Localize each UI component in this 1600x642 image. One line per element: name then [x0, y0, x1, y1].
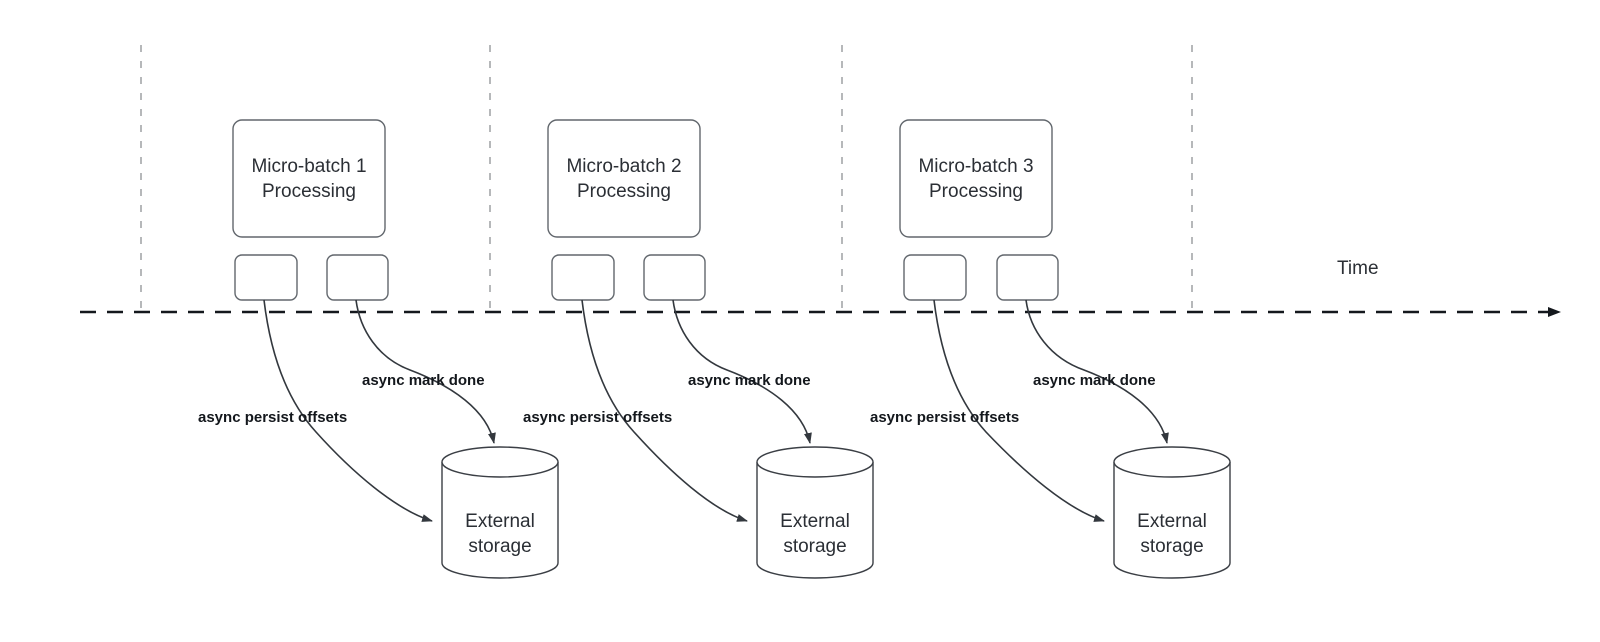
- g2-storage-label-line2: storage: [783, 536, 846, 557]
- g3-storage-label-line2: storage: [1140, 536, 1203, 557]
- g2-persist-offsets-connector: [581, 299, 748, 522]
- micro-batch-1-label-line1: Micro-batch 1: [251, 156, 366, 177]
- micro-batch-2-label-line1: Micro-batch 2: [566, 156, 681, 177]
- time-axis-label: Time: [1337, 258, 1379, 279]
- g1-mark-done-label: async mark done: [362, 372, 485, 389]
- g3-storage-label-line1: External: [1137, 511, 1207, 532]
- g1-external-storage[interactable]: External storage: [441, 446, 559, 579]
- g1-storage-label-line1: External: [465, 511, 535, 532]
- g2-storage-label-line1: External: [780, 511, 850, 532]
- g1-storage-top: [441, 446, 559, 478]
- g2-storage-body: [756, 462, 874, 579]
- g1-mark-done-task-box[interactable]: [326, 254, 389, 301]
- g3-mark-done-label: async mark done: [1033, 372, 1156, 389]
- g1-mark-done-connector: [355, 299, 496, 444]
- g2-storage-top: [756, 446, 874, 478]
- g2-mark-done-label: async mark done: [688, 372, 811, 389]
- micro-batch-1-label-line2: Processing: [262, 181, 356, 202]
- tick-lines: [140, 45, 1193, 312]
- micro-batch-group-2: Micro-batch 2 Processing External storag…: [523, 119, 874, 579]
- g3-mark-done-connector: [1025, 299, 1169, 444]
- micro-batch-group-1: Micro-batch 1 Processing External storag…: [198, 119, 559, 579]
- g3-persist-offsets-task-box[interactable]: [903, 254, 967, 301]
- g1-persist-offsets-task-box[interactable]: [234, 254, 298, 301]
- g2-mark-done-connector: [672, 299, 812, 444]
- g2-persist-offsets-label: async persist offsets: [523, 409, 672, 426]
- micro-batch-2-box[interactable]: [547, 119, 701, 238]
- micro-batch-3-box[interactable]: [899, 119, 1053, 238]
- g3-persist-offsets-label: async persist offsets: [870, 409, 1019, 426]
- micro-batch-group-3: Micro-batch 3 Processing External storag…: [870, 119, 1231, 579]
- micro-batch-3-label-line2: Processing: [929, 181, 1023, 202]
- g2-persist-offsets-task-box[interactable]: [551, 254, 615, 301]
- g1-storage-label-line2: storage: [468, 536, 531, 557]
- g3-mark-done-task-box[interactable]: [996, 254, 1059, 301]
- g1-storage-body: [441, 462, 559, 579]
- micro-batch-2-label-line2: Processing: [577, 181, 671, 202]
- g3-external-storage[interactable]: External storage: [1113, 446, 1231, 579]
- g3-storage-body: [1113, 462, 1231, 579]
- g3-storage-top: [1113, 446, 1231, 478]
- g1-persist-offsets-connector: [263, 299, 433, 522]
- g1-persist-offsets-label: async persist offsets: [198, 409, 347, 426]
- micro-batch-3-label-line1: Micro-batch 3: [918, 156, 1033, 177]
- micro-batch-1-box[interactable]: [232, 119, 386, 238]
- g3-persist-offsets-connector: [933, 299, 1105, 522]
- g2-mark-done-task-box[interactable]: [643, 254, 706, 301]
- g2-external-storage[interactable]: External storage: [756, 446, 874, 579]
